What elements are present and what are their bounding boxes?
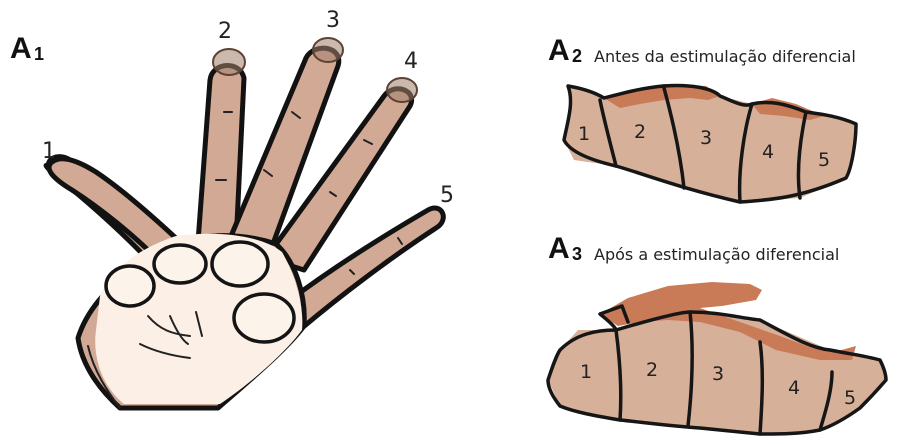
panel-a2-sub: 2 [572,46,582,66]
palm-pad-1 [106,266,154,306]
finger-label-1: 1 [42,139,56,164]
panel-a3-caption: Após a estimulação diferencial [594,245,839,264]
cortical-map-after [548,282,886,434]
panel-a2-letter: A [548,34,570,67]
before-region-5: 5 [818,149,830,171]
panel-a1-letter: A [10,32,32,65]
before-region-4: 4 [762,141,774,163]
before-region-2: 2 [634,121,646,143]
panel-a3-letter: A [548,232,570,265]
panel-a1-sub: 1 [34,44,44,64]
palm-pad-3 [212,242,268,286]
palm-pad-2 [154,245,206,283]
panel-a3-sub: 3 [572,244,582,264]
finger-label-3: 3 [326,8,340,33]
fingertip-marker-2 [213,49,245,75]
fingertip-marker-4 [387,78,417,102]
before-region-1: 1 [578,123,590,145]
finger-label-4: 4 [404,49,418,74]
fingertip-marker-3 [313,38,343,62]
after-region-2: 2 [646,359,658,381]
hand-illustration [46,38,443,408]
before-region-3: 3 [700,127,712,149]
finger-label-5: 5 [440,183,454,208]
finger-label-2: 2 [218,19,232,44]
after-region-1: 1 [580,361,592,383]
panel-a2-caption: Antes da estimulação diferencial [594,47,856,66]
after-region-3: 3 [712,363,724,385]
palm-pad-4 [234,294,294,342]
after-region-4: 4 [788,377,800,399]
after-region-5: 5 [844,387,856,409]
